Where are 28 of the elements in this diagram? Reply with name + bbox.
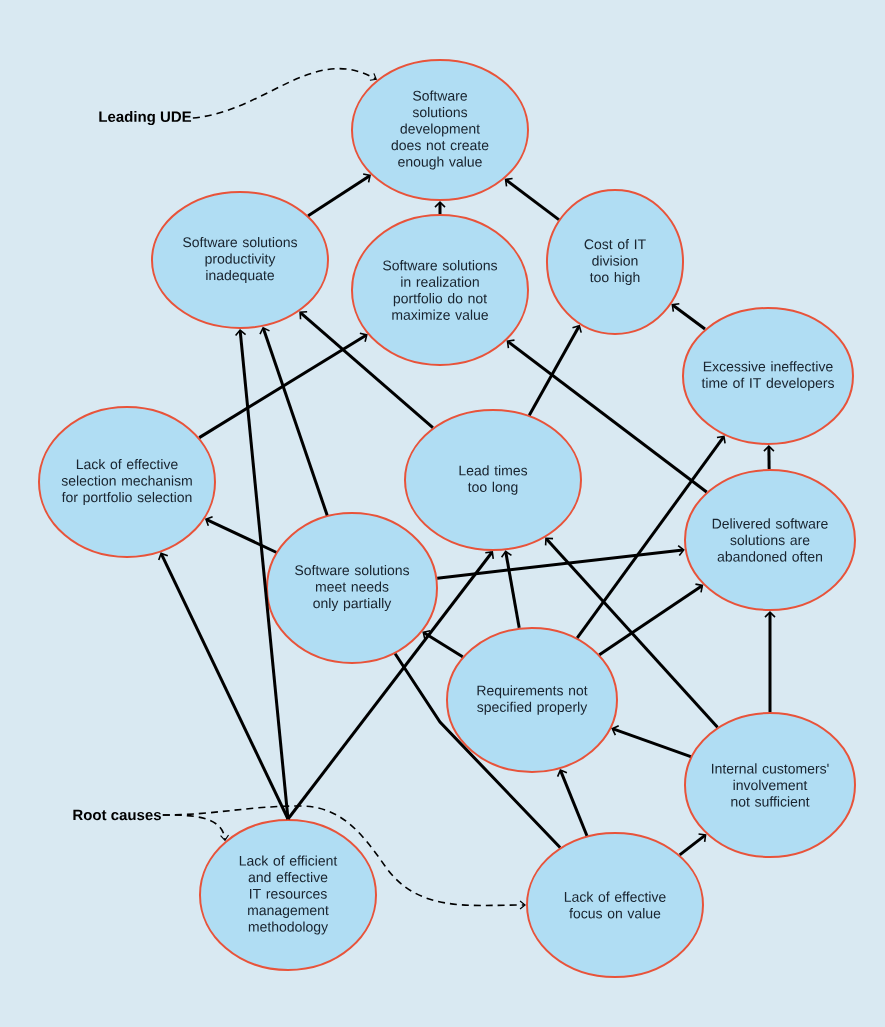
dashed-arrow: [192, 68, 378, 119]
arrow: [527, 324, 582, 416]
arrow: [422, 629, 464, 659]
arrow: [544, 537, 719, 729]
arrow: [500, 550, 521, 629]
arrow: [437, 544, 685, 580]
arrow: [434, 201, 446, 214]
arrow: [299, 310, 434, 429]
arrow: [157, 552, 290, 820]
arrow: [504, 177, 560, 221]
arrow: [576, 435, 726, 639]
callout-label: Leading UDE: [99, 110, 192, 125]
dashed-arrow: [162, 805, 526, 910]
arrow: [259, 326, 329, 516]
arrow: [764, 611, 776, 712]
arrow: [286, 551, 495, 820]
callout-label: Root causes: [73, 809, 161, 821]
arrow: [763, 445, 775, 469]
arrow: [198, 332, 368, 439]
arrow: [671, 302, 706, 331]
arrow: [598, 583, 704, 656]
connector-line: [393, 652, 562, 849]
arrow: [678, 833, 707, 857]
arrow: [611, 724, 692, 759]
arrow: [204, 516, 277, 554]
arrow: [506, 339, 708, 494]
arrow: [307, 173, 371, 217]
arrow: [556, 769, 589, 837]
